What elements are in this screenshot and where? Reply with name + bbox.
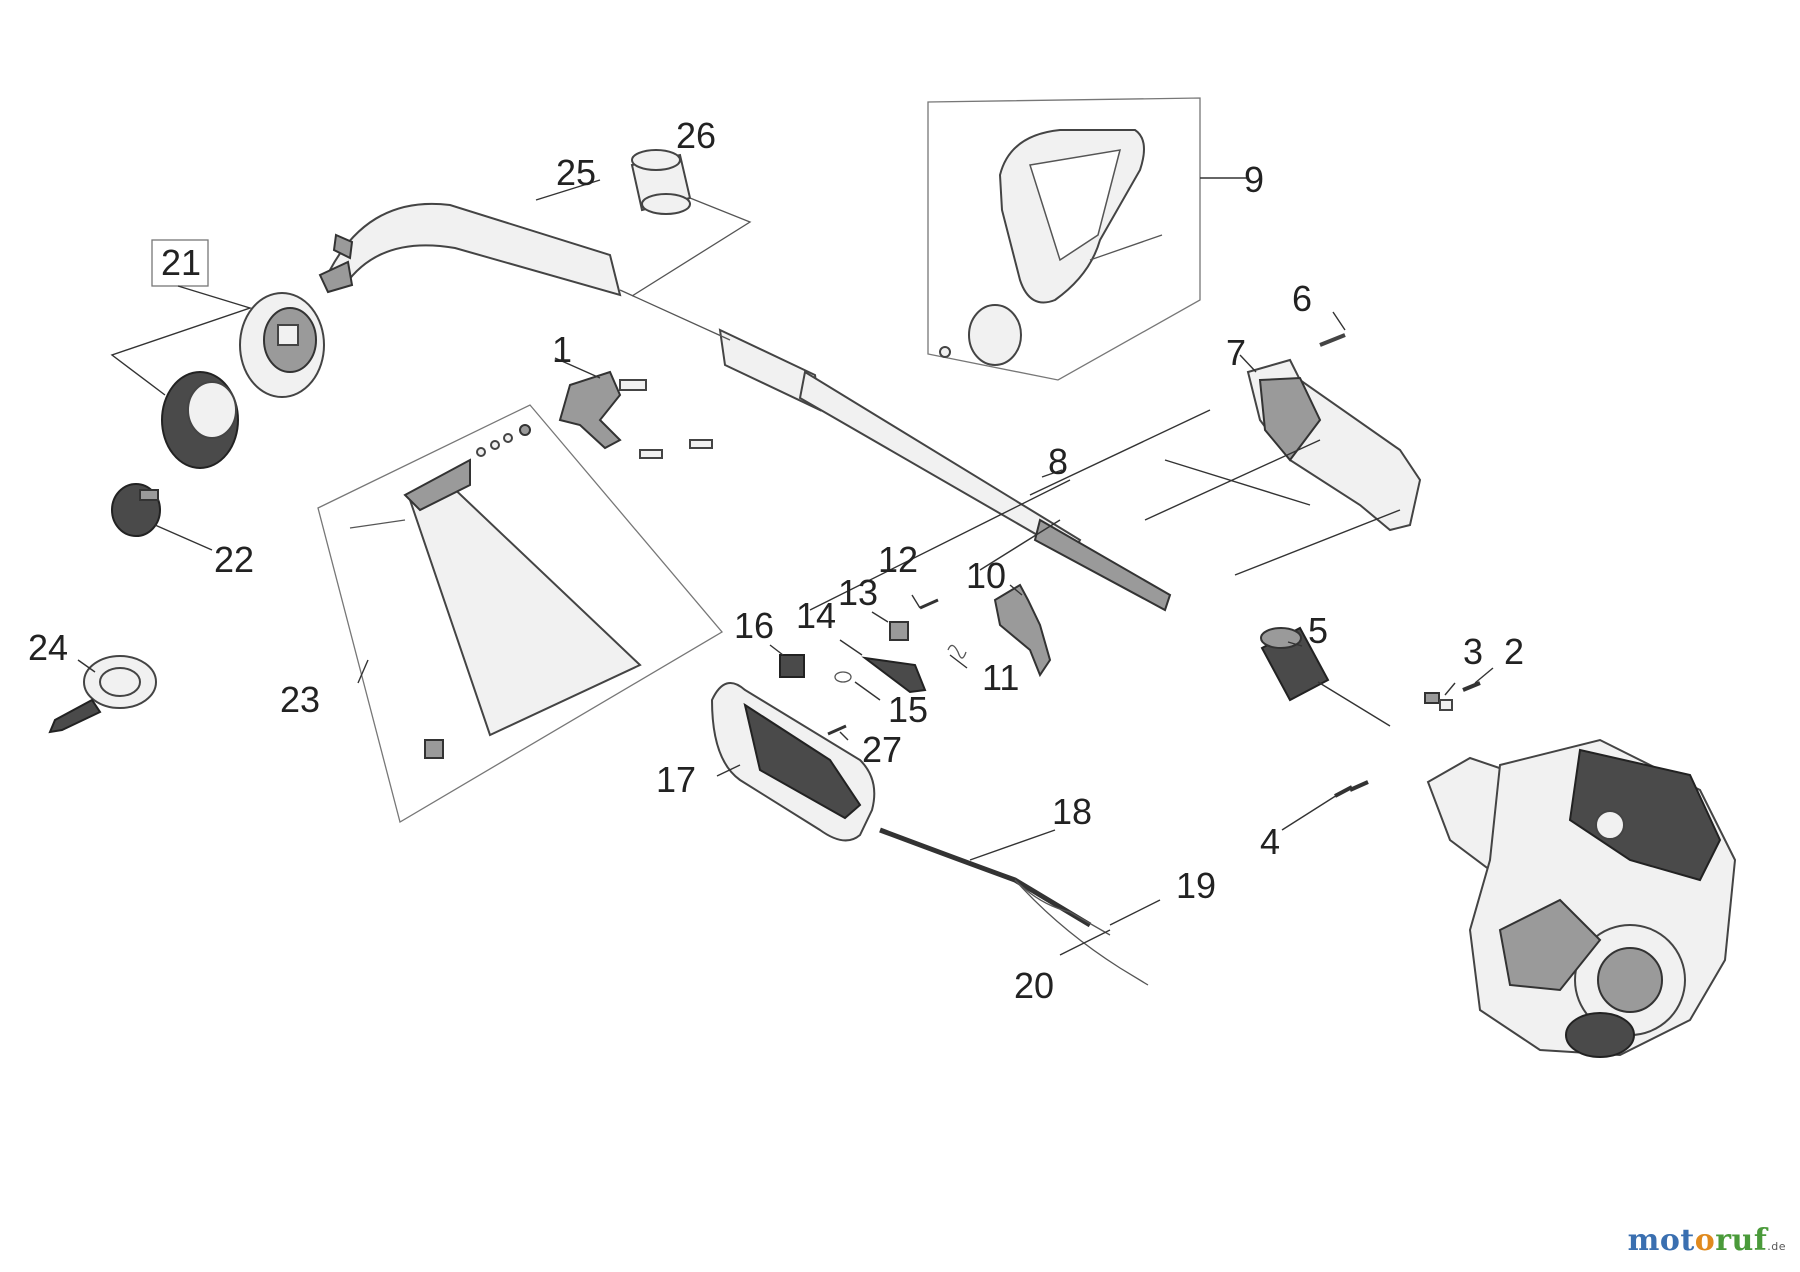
label-13: 13	[838, 572, 878, 613]
throttle-cable-part	[879, 827, 1149, 986]
label-21: 21	[161, 242, 201, 283]
label-2: 2	[1504, 631, 1524, 672]
label-17: 17	[656, 759, 696, 800]
engine-part	[1426, 738, 1737, 1058]
watermark-letter: r	[1715, 1223, 1732, 1258]
front-grip-part	[710, 681, 876, 842]
watermark-letters: motoruf	[1628, 1223, 1768, 1258]
label-6: 6	[1292, 278, 1312, 319]
label-10: 10	[966, 555, 1006, 596]
label-15: 15	[888, 689, 928, 730]
sleeve-part	[630, 149, 692, 215]
label-4: 4	[1260, 821, 1280, 862]
watermark-letter: o	[1659, 1223, 1681, 1258]
part-labels: 1 2 3 4 5 6 7 8 9 10 11 12 13 14 15 16 1…	[28, 115, 1524, 1006]
label-24: 24	[28, 627, 68, 668]
label-25: 25	[556, 152, 596, 193]
watermark-suffix: .de	[1767, 1240, 1786, 1253]
label-19: 19	[1176, 865, 1216, 906]
label-1: 1	[552, 329, 572, 370]
trigger-part	[993, 583, 1052, 678]
clip-13-part	[889, 621, 909, 641]
watermark-letter: f	[1753, 1223, 1768, 1258]
label-3: 3	[1463, 631, 1483, 672]
spring-11-part	[947, 644, 967, 659]
watermark-letter: t	[1680, 1223, 1695, 1258]
label-18: 18	[1052, 791, 1092, 832]
screw-27-part	[827, 724, 847, 736]
sleeve-leader	[631, 197, 752, 297]
lever-14-part	[861, 656, 927, 694]
bolts-near-knob	[639, 439, 713, 459]
screw-12-part	[919, 598, 939, 610]
handle-kit-box	[927, 97, 1201, 381]
switch-16-part	[779, 654, 805, 678]
wing-knob-part	[558, 370, 647, 450]
label-11: 11	[982, 657, 1019, 698]
label-9: 9	[1244, 159, 1264, 200]
spring-15-part	[834, 671, 852, 683]
guard-part	[349, 424, 642, 759]
label-5: 5	[1308, 610, 1328, 651]
screw-6-part	[1319, 333, 1346, 347]
label-20: 20	[1014, 965, 1054, 1006]
rear-handle-part	[1246, 358, 1422, 532]
d-handle-part	[939, 129, 1163, 366]
label-23: 23	[280, 679, 320, 720]
trimmer-head-part	[161, 292, 325, 469]
label-26: 26	[676, 115, 716, 156]
label-7: 7	[1226, 332, 1246, 373]
leader-lines	[77, 177, 1494, 956]
watermark-letter: m	[1627, 1223, 1660, 1258]
guard-kit-box	[317, 404, 723, 823]
label-22: 22	[214, 539, 254, 580]
screws-2-3-part	[1424, 681, 1481, 711]
watermark-letter: u	[1731, 1223, 1754, 1258]
motoruf-watermark-logo: motoruf.de	[1628, 1223, 1786, 1258]
label-16: 16	[734, 605, 774, 646]
label-27: 27	[862, 729, 902, 770]
tool-part	[48, 655, 157, 734]
watermark-letter: o	[1694, 1223, 1716, 1258]
spool-knob-part	[111, 483, 161, 537]
label-14: 14	[796, 595, 836, 636]
curved-shaft-part	[318, 202, 622, 297]
label-12: 12	[878, 539, 918, 580]
head-bracket-lines	[110, 285, 253, 396]
label-8: 8	[1048, 441, 1068, 482]
